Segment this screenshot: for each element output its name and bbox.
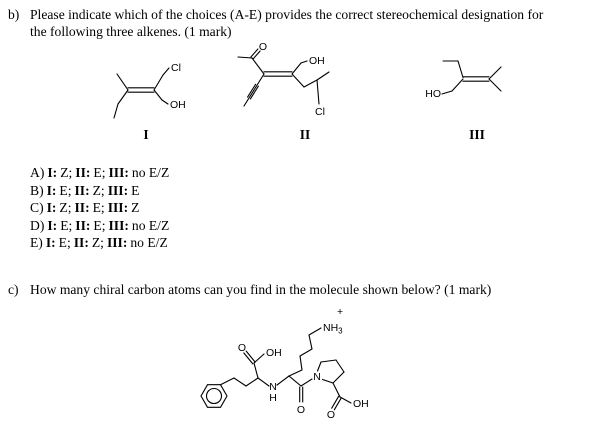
choice-b: B)I:E;II:Z;III:E [30,182,172,200]
roman-label: I: [47,165,58,180]
acid2-oxygen-label: O [327,409,335,421]
choice-key: D) [30,217,45,233]
question-c: c) How many chiral carbon atoms can you … [8,281,602,298]
amine-nitrogen-label: N [269,381,277,393]
choice-d: D)I:E;II:E;III:no E/Z [30,217,172,235]
acid1-hydroxyl-label: OH [266,347,282,359]
choice-value: E [131,182,140,198]
structure-iii-drawing: HO III [425,60,502,142]
hydroxyl-label: OH [309,55,325,67]
choice-value: Z; [59,200,72,216]
choice-c: C)I:Z;II:E;III:Z [30,199,172,217]
roman-label: I: [45,235,56,251]
choice-a: A)I:Z;II:E;III:no E/Z [30,164,172,182]
structure-iii-numeral: III [469,127,485,142]
choice-value: Z; [60,165,73,180]
choice-value: E; [59,182,72,198]
question-b-key: b) [8,7,20,22]
choice-e: E)I:E;II:Z;III:no E/Z [30,234,172,252]
phenyl-ring [200,384,228,408]
roman-label: I: [46,200,57,216]
alkene-ii-skeleton [237,48,330,107]
ring-nitrogen-label: N [313,371,321,383]
choice-value: E; [93,217,106,233]
roman-label: II: [75,165,91,180]
roman-label: II: [74,182,90,198]
roman-label: III: [108,217,129,233]
molecule-skeleton [219,327,352,411]
question-b: b) Please indicate which of the choices … [8,6,602,41]
question-b-line1: Please indicate which of the choices (A-… [30,7,544,22]
alkene-iii-skeleton [441,60,502,95]
choice-value: E; [92,200,105,216]
choice-key: A) [30,165,45,180]
roman-label: II: [74,200,90,216]
roman-label: II: [75,217,91,233]
amide-oxygen-label: O [297,404,305,416]
hydroxyl-label: OH [170,99,186,111]
acid1-oxygen-label: O [238,342,246,354]
structure-ii-drawing: O OH Cl II [237,41,330,142]
amine-hydrogen-label: H [269,392,277,404]
choice-value: no E/Z [130,235,168,251]
roman-label: III: [106,235,128,251]
chlorine-label: Cl [315,106,325,118]
ketone-oxygen-label: O [259,41,267,53]
roman-label: III: [108,165,129,180]
question-b-line2: the following three alkenes. (1 mark) [30,24,232,40]
chlorine-label: Cl [171,62,181,74]
roman-label: I: [46,182,57,198]
structure-i-numeral: I [143,127,148,142]
choice-value: E; [93,165,106,180]
roman-label: I: [47,217,58,233]
ammonium-label: NH3 [323,322,343,336]
question-c-text: How many chiral carbon atoms can you fin… [30,282,492,297]
alkene-i-skeleton [113,67,170,119]
structure-i-drawing: Cl OH I [113,62,186,142]
roman-label: III: [107,200,129,216]
choice-list: A)I:Z;II:E;III:no E/Z B)I:E;II:Z;III:E C… [30,164,172,252]
roman-label: III: [107,182,129,198]
hydroxyl-label: HO [425,88,441,100]
choice-value: no E/Z [131,165,170,180]
choice-value: E; [60,217,73,233]
question-b-text: Please indicate which of the choices (A-… [30,6,602,41]
choice-value: E; [58,235,71,251]
choice-value: Z [131,200,140,216]
choice-value: Z; [91,235,104,251]
choice-value: no E/Z [131,217,170,233]
choice-key: B) [30,182,44,198]
choice-key: C) [30,200,44,216]
question-c-key: c) [8,282,19,297]
plus-charge-label: + [337,306,343,318]
choice-value: Z; [92,182,105,198]
molecule-c-drawing: O OH N H NH3 + O N O OH [200,306,369,421]
acid2-hydroxyl-label: OH [353,398,369,410]
structure-ii-numeral: II [300,127,311,142]
choice-key: E) [30,235,43,251]
roman-label: II: [73,235,89,251]
